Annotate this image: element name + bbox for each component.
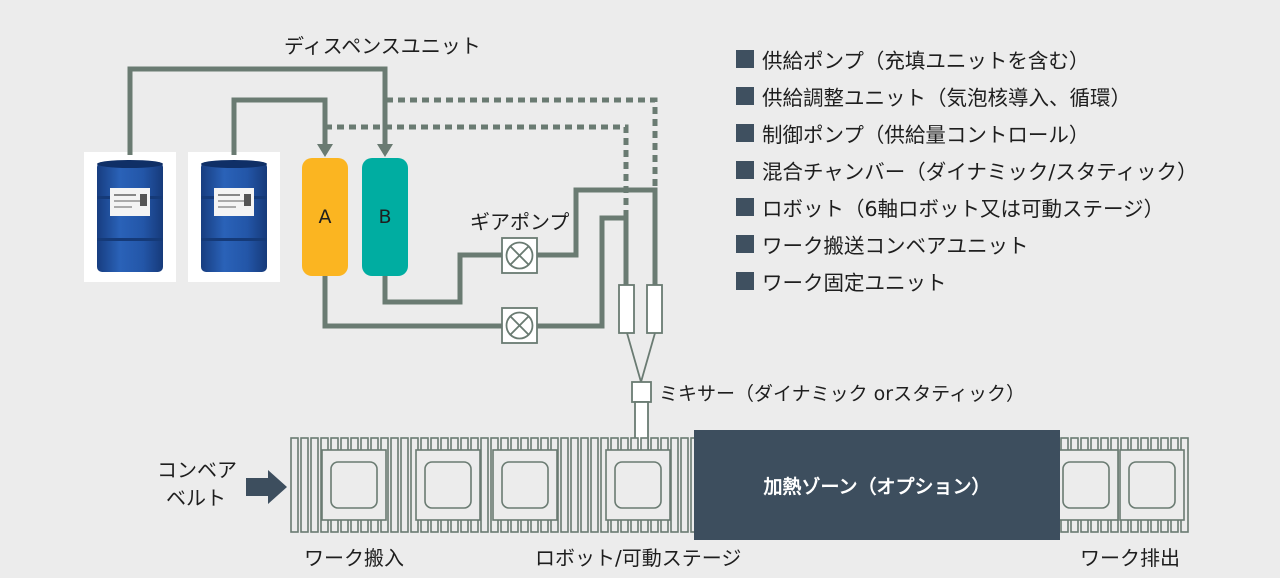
- conveyor-slat: [290, 437, 299, 533]
- legend-square-icon: [736, 86, 754, 105]
- robot-stage-label: ロボット/可動ステージ: [535, 546, 742, 570]
- conveyor-belt-label-line1: コンベア: [157, 458, 237, 482]
- legend: 供給ポンプ（充填ユニットを含む） 供給調整ユニット（気泡核導入、循環） 制御ポン…: [736, 40, 1198, 299]
- gear-pump-label: ギアポンプ: [470, 210, 570, 234]
- legend-item: 制御ポンプ（供給量コントロール）: [736, 114, 1198, 151]
- legend-item: ロボット（6軸ロボット又は可動ステージ）: [736, 188, 1198, 225]
- legend-square-icon: [736, 271, 754, 290]
- dispense-valves: [618, 284, 663, 383]
- drum-1: [84, 152, 176, 282]
- return-lines: [325, 97, 658, 218]
- conveyor-slat: [480, 437, 489, 533]
- conveyor-slat: [400, 437, 409, 533]
- gear-pump-lower: [501, 307, 538, 344]
- gear-pump-upper: [501, 237, 538, 274]
- conveyor-slat: [670, 437, 679, 533]
- arrow-into-tank-a: [317, 144, 333, 157]
- legend-item: ワーク固定ユニット: [736, 262, 1198, 299]
- supply-pipes: [127, 66, 658, 329]
- heat-zone: 加熱ゾーン（オプション）: [694, 430, 1060, 540]
- dispense-unit-label: ディスペンスユニット: [284, 34, 481, 58]
- conveyor-slat: [590, 437, 599, 533]
- legend-square-icon: [736, 234, 754, 253]
- legend-square-icon: [736, 197, 754, 216]
- tank-a-label: A: [318, 206, 332, 228]
- tank-b: B: [362, 158, 408, 276]
- conveyor-slat: [580, 437, 589, 533]
- conveyor-slat: [390, 437, 399, 533]
- conveyor-arrow-icon: [246, 470, 287, 504]
- conveyor-belt-label-line2: ベルト: [166, 486, 226, 510]
- legend-item: 供給調整ユニット（気泡核導入、循環）: [736, 77, 1198, 114]
- legend-item: ワーク搬送コンベアユニット: [736, 225, 1198, 262]
- arrow-into-tank-b: [377, 144, 393, 157]
- work-piece: [501, 461, 549, 509]
- conveyor-slat: [570, 437, 579, 533]
- work-piece: [330, 461, 378, 509]
- legend-item: 混合チャンバー（ダイナミック/スタティック）: [736, 151, 1198, 188]
- tank-b-label: B: [378, 206, 392, 228]
- conveyor-slat: [560, 437, 569, 533]
- work-piece: [424, 461, 472, 509]
- work-piece: [1128, 461, 1176, 509]
- heat-zone-label: 加熱ゾーン（オプション）: [763, 475, 991, 498]
- work-piece: [614, 461, 662, 509]
- tank-a: A: [302, 158, 348, 276]
- legend-item: 供給ポンプ（充填ユニットを含む）: [736, 40, 1198, 77]
- legend-square-icon: [736, 49, 754, 68]
- conveyor-slat: [300, 437, 309, 533]
- mixer-label: ミキサー（ダイナミック orスタティック）: [659, 383, 1025, 405]
- work-piece: [1062, 461, 1110, 509]
- work-out-label: ワーク排出: [1080, 546, 1180, 570]
- work-in-label: ワーク搬入: [304, 546, 404, 570]
- drum-2: [188, 152, 280, 282]
- legend-square-icon: [736, 123, 754, 142]
- conveyor-slat: [310, 437, 319, 533]
- legend-square-icon: [736, 160, 754, 179]
- conveyor-slat: [680, 437, 689, 533]
